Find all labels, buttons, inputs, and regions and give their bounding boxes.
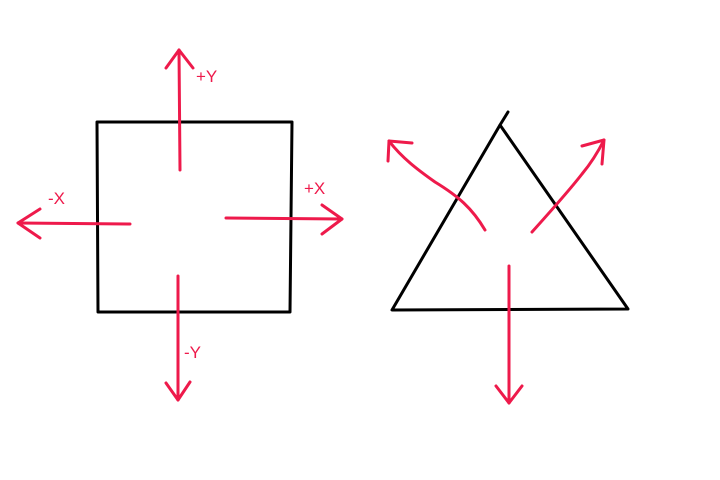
triangle-group: [386, 110, 630, 405]
arrow-pos-y: [164, 48, 195, 172]
arrow-down: [494, 264, 524, 405]
triangle-outline: [390, 110, 630, 312]
arrow-neg-x: [16, 207, 132, 240]
arrow-pos-y-shaft: [177, 48, 182, 172]
arrow-upper-left: [386, 139, 487, 232]
arrow-upper-right: [530, 138, 606, 234]
square-group: +Y -Y +X -X: [16, 48, 344, 402]
arrow-neg-x-shaft: [16, 221, 132, 226]
label-pos-y: +Y: [196, 67, 217, 86]
arrow-pos-x-head: [320, 203, 344, 236]
arrow-pos-x-shaft: [224, 216, 344, 221]
arrow-upper-left-head: [386, 139, 414, 163]
arrow-neg-x-head: [16, 207, 42, 240]
arrow-neg-y: [164, 274, 192, 402]
arrow-pos-x: [224, 203, 344, 236]
arrow-upper-left-shaft: [387, 139, 487, 232]
arrow-down-head: [494, 384, 524, 405]
arrow-pos-y-head: [164, 48, 195, 70]
label-neg-x: -X: [48, 189, 65, 208]
arrow-upper-right-head: [580, 138, 606, 166]
label-pos-x: +X: [304, 179, 325, 198]
square-outline: [95, 120, 294, 314]
label-neg-y: -Y: [184, 343, 201, 362]
arrow-neg-y-head: [164, 380, 192, 402]
arrow-upper-right-shaft: [530, 138, 606, 234]
